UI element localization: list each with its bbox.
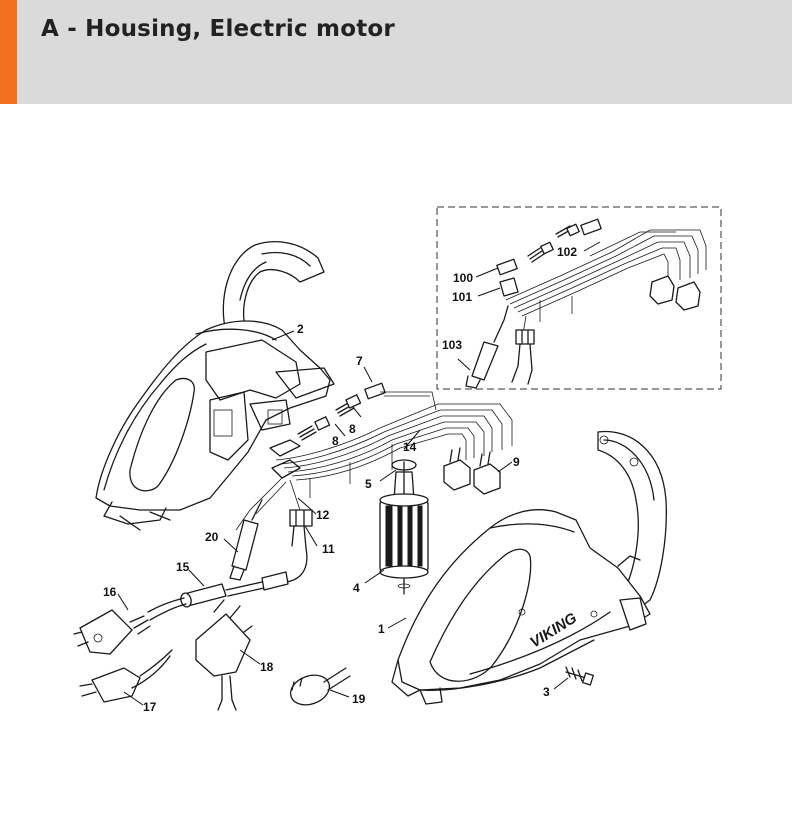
part-8-brush-spring-lower (297, 416, 331, 441)
part-17-plug-euro (79, 649, 173, 703)
part-3-screw (565, 666, 594, 686)
callout-5: 5 (365, 477, 372, 491)
callout-8-lower: 8 (332, 434, 339, 448)
part-15-connector (180, 571, 289, 608)
callout-2: 2 (297, 322, 304, 336)
callout-102: 102 (557, 245, 577, 259)
callout-1: 1 (378, 622, 385, 636)
part-16-plug-schuko (73, 597, 187, 655)
page-title: A - Housing, Electric motor (41, 16, 395, 42)
callout-7: 7 (356, 354, 363, 368)
callout-103: 103 (442, 338, 462, 352)
callout-8-upper: 8 (349, 422, 356, 436)
callout-101: 101 (452, 290, 472, 304)
callout-4: 4 (353, 581, 360, 595)
part-4-motor (379, 461, 429, 595)
part-2-housing-left (95, 241, 335, 531)
callout-3: 3 (543, 685, 550, 699)
part-19-plug-round (289, 667, 351, 706)
part-8-brush-spring-upper (335, 394, 362, 417)
header-bar: A - Housing, Electric motor (0, 0, 792, 104)
callout-100: 100 (453, 271, 473, 285)
callout-17: 17 (143, 700, 157, 714)
part-14-internal-wiring (235, 391, 513, 531)
callout-20: 20 (205, 530, 219, 544)
callout-12: 12 (316, 508, 330, 522)
part-11-terminal-block (285, 509, 313, 583)
part-7-carbon-brush (364, 382, 386, 400)
part-18-plug-uk (195, 599, 253, 711)
callout-19: 19 (352, 692, 366, 706)
header-accent-stripe (0, 0, 17, 104)
part-1-housing-right: VIKING (391, 430, 667, 705)
callout-16: 16 (103, 585, 117, 599)
callout-14: 14 (403, 440, 417, 454)
callout-18: 18 (260, 660, 274, 674)
callout-15: 15 (176, 560, 190, 574)
inset-variant-wiring (465, 218, 707, 389)
part-20-cord-sleeve (229, 499, 263, 581)
variant-inset-box (436, 206, 722, 390)
part-9-switch (443, 447, 501, 495)
callout-9: 9 (513, 455, 520, 469)
callout-11: 11 (322, 542, 335, 556)
callout-leader-lines (117, 241, 601, 706)
